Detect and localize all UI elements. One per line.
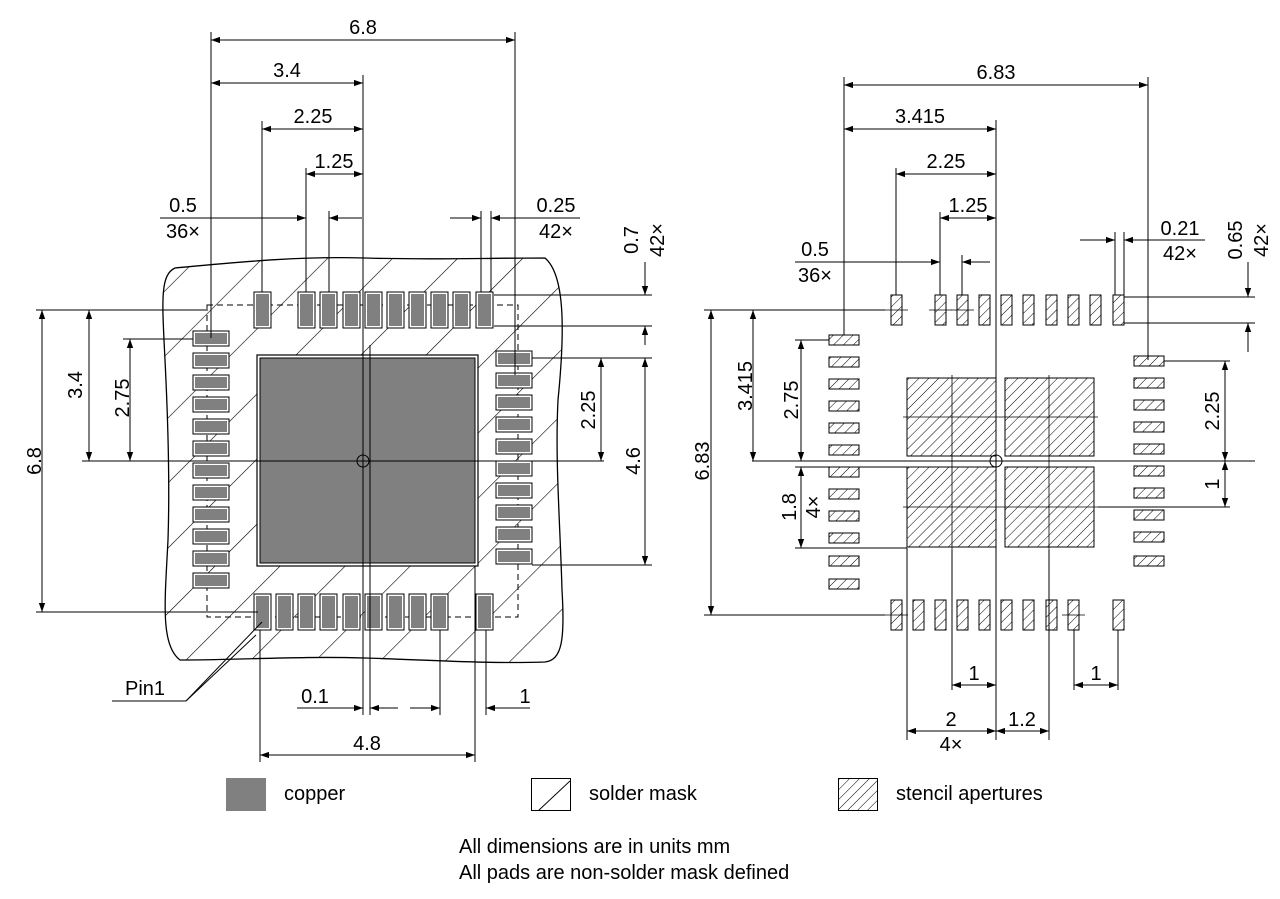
dim-6.83-left: 6.83 <box>692 442 714 481</box>
dim-pitch-count-r: 36× <box>798 265 832 287</box>
right-center-lines <box>752 120 1255 740</box>
legend-stencil: stencil apertures <box>838 778 1043 811</box>
dim-1.25-top: 1.25 <box>315 151 354 173</box>
left-pad-column <box>192 330 230 589</box>
right-aperture-column <box>1133 355 1165 567</box>
dim-6.8-top: 6.8 <box>349 17 377 39</box>
dim-1-bottom-b: 1 <box>1090 663 1101 685</box>
dim-1-bottom: 1 <box>519 686 530 708</box>
dim-6.8-left: 6.8 <box>24 447 46 475</box>
note-pads: All pads are non-solder mask defined <box>459 862 790 884</box>
dim-3.415-left: 3.415 <box>735 361 757 411</box>
dim-2-bottom: 2 <box>945 709 956 731</box>
dim-3.4-top: 3.4 <box>273 60 301 82</box>
left-center-lines <box>82 75 604 715</box>
left-dimension-lines <box>38 36 649 759</box>
dim-3.4-left: 3.4 <box>65 371 87 399</box>
dim-1-bottom-a: 1 <box>968 663 979 685</box>
dim-pad-length-count-r: 42× <box>1251 223 1273 257</box>
dim-pitch-count: 36× <box>166 221 200 243</box>
dim-3.415-top: 3.415 <box>895 106 945 128</box>
dim-1.8-left: 1.8 <box>779 493 801 521</box>
dim-4.8-bottom: 4.8 <box>353 733 381 755</box>
copper-swatch <box>226 778 266 811</box>
right-dimension-lines <box>707 81 1252 735</box>
legend-copper: copper <box>226 778 345 811</box>
stencil-swatch <box>838 778 878 811</box>
dim-2-count: 4× <box>940 734 963 756</box>
legend-stencil-label: stencil apertures <box>896 783 1043 805</box>
left-view: 6.8 3.4 2.25 1.25 0.5 36× 0.25 42× 0.7 4… <box>24 17 669 762</box>
dim-pitch: 0.5 <box>169 195 197 217</box>
dim-2.75-left: 2.75 <box>112 379 134 418</box>
solder-mask-swatch <box>531 778 571 811</box>
dim-2.25-right-r: 2.25 <box>1202 392 1224 431</box>
dim-1-right-r: 1 <box>1202 478 1224 489</box>
dim-pad-length: 0.7 <box>621 226 643 254</box>
left-aperture-column <box>828 334 860 590</box>
dim-2.25-top-r: 2.25 <box>927 151 966 173</box>
center-stencil-apertures <box>903 375 1098 550</box>
dim-pad-width: 0.25 <box>537 195 576 217</box>
bottom-pad-row <box>253 593 494 631</box>
right-view: 6.83 3.415 2.25 1.25 0.5 36× 0.21 42× 0.… <box>692 62 1273 756</box>
legend-copper-label: copper <box>284 783 346 805</box>
dim-2.25-top: 2.25 <box>294 106 333 128</box>
right-pad-column <box>495 350 533 565</box>
right-pad-center-ticks <box>885 309 1085 616</box>
top-pad-row <box>253 291 494 329</box>
dim-1.25-top-r: 1.25 <box>949 195 988 217</box>
dim-2.75-left-r: 2.75 <box>781 381 803 420</box>
dim-6.83-top: 6.83 <box>977 62 1016 84</box>
notes: All dimensions are in units mm All pads … <box>459 834 789 886</box>
dim-pad-width-count-r: 42× <box>1163 243 1197 265</box>
dim-4.6-right: 4.6 <box>623 447 645 475</box>
top-aperture-row <box>890 294 1125 326</box>
right-dimension-text: 6.83 3.415 2.25 1.25 0.5 36× 0.21 42× 0.… <box>692 62 1273 756</box>
bottom-aperture-row <box>890 599 1125 631</box>
note-units: All dimensions are in units mm <box>459 836 731 858</box>
dim-0.1-bottom: 0.1 <box>301 686 329 708</box>
legend-solder-mask-label: solder mask <box>589 783 697 805</box>
dim-pad-width-count: 42× <box>539 221 573 243</box>
dim-1.8-count: 4× <box>803 496 825 519</box>
right-extension-lines <box>704 77 1255 740</box>
dim-pitch-r: 0.5 <box>801 239 829 261</box>
left-dimension-text: 6.8 3.4 2.25 1.25 0.5 36× 0.25 42× 0.7 4… <box>24 17 669 755</box>
legend-solder-mask: solder mask <box>531 778 697 811</box>
pin1-label: Pin1 <box>125 678 165 700</box>
dim-pad-length-count: 42× <box>647 223 669 257</box>
dim-pad-length-r: 0.65 <box>1225 221 1247 260</box>
left-extension-lines <box>36 32 652 762</box>
dim-2.25-right: 2.25 <box>578 391 600 430</box>
dim-1.2-bottom: 1.2 <box>1008 709 1036 731</box>
dim-pad-width-r: 0.21 <box>1161 218 1200 240</box>
